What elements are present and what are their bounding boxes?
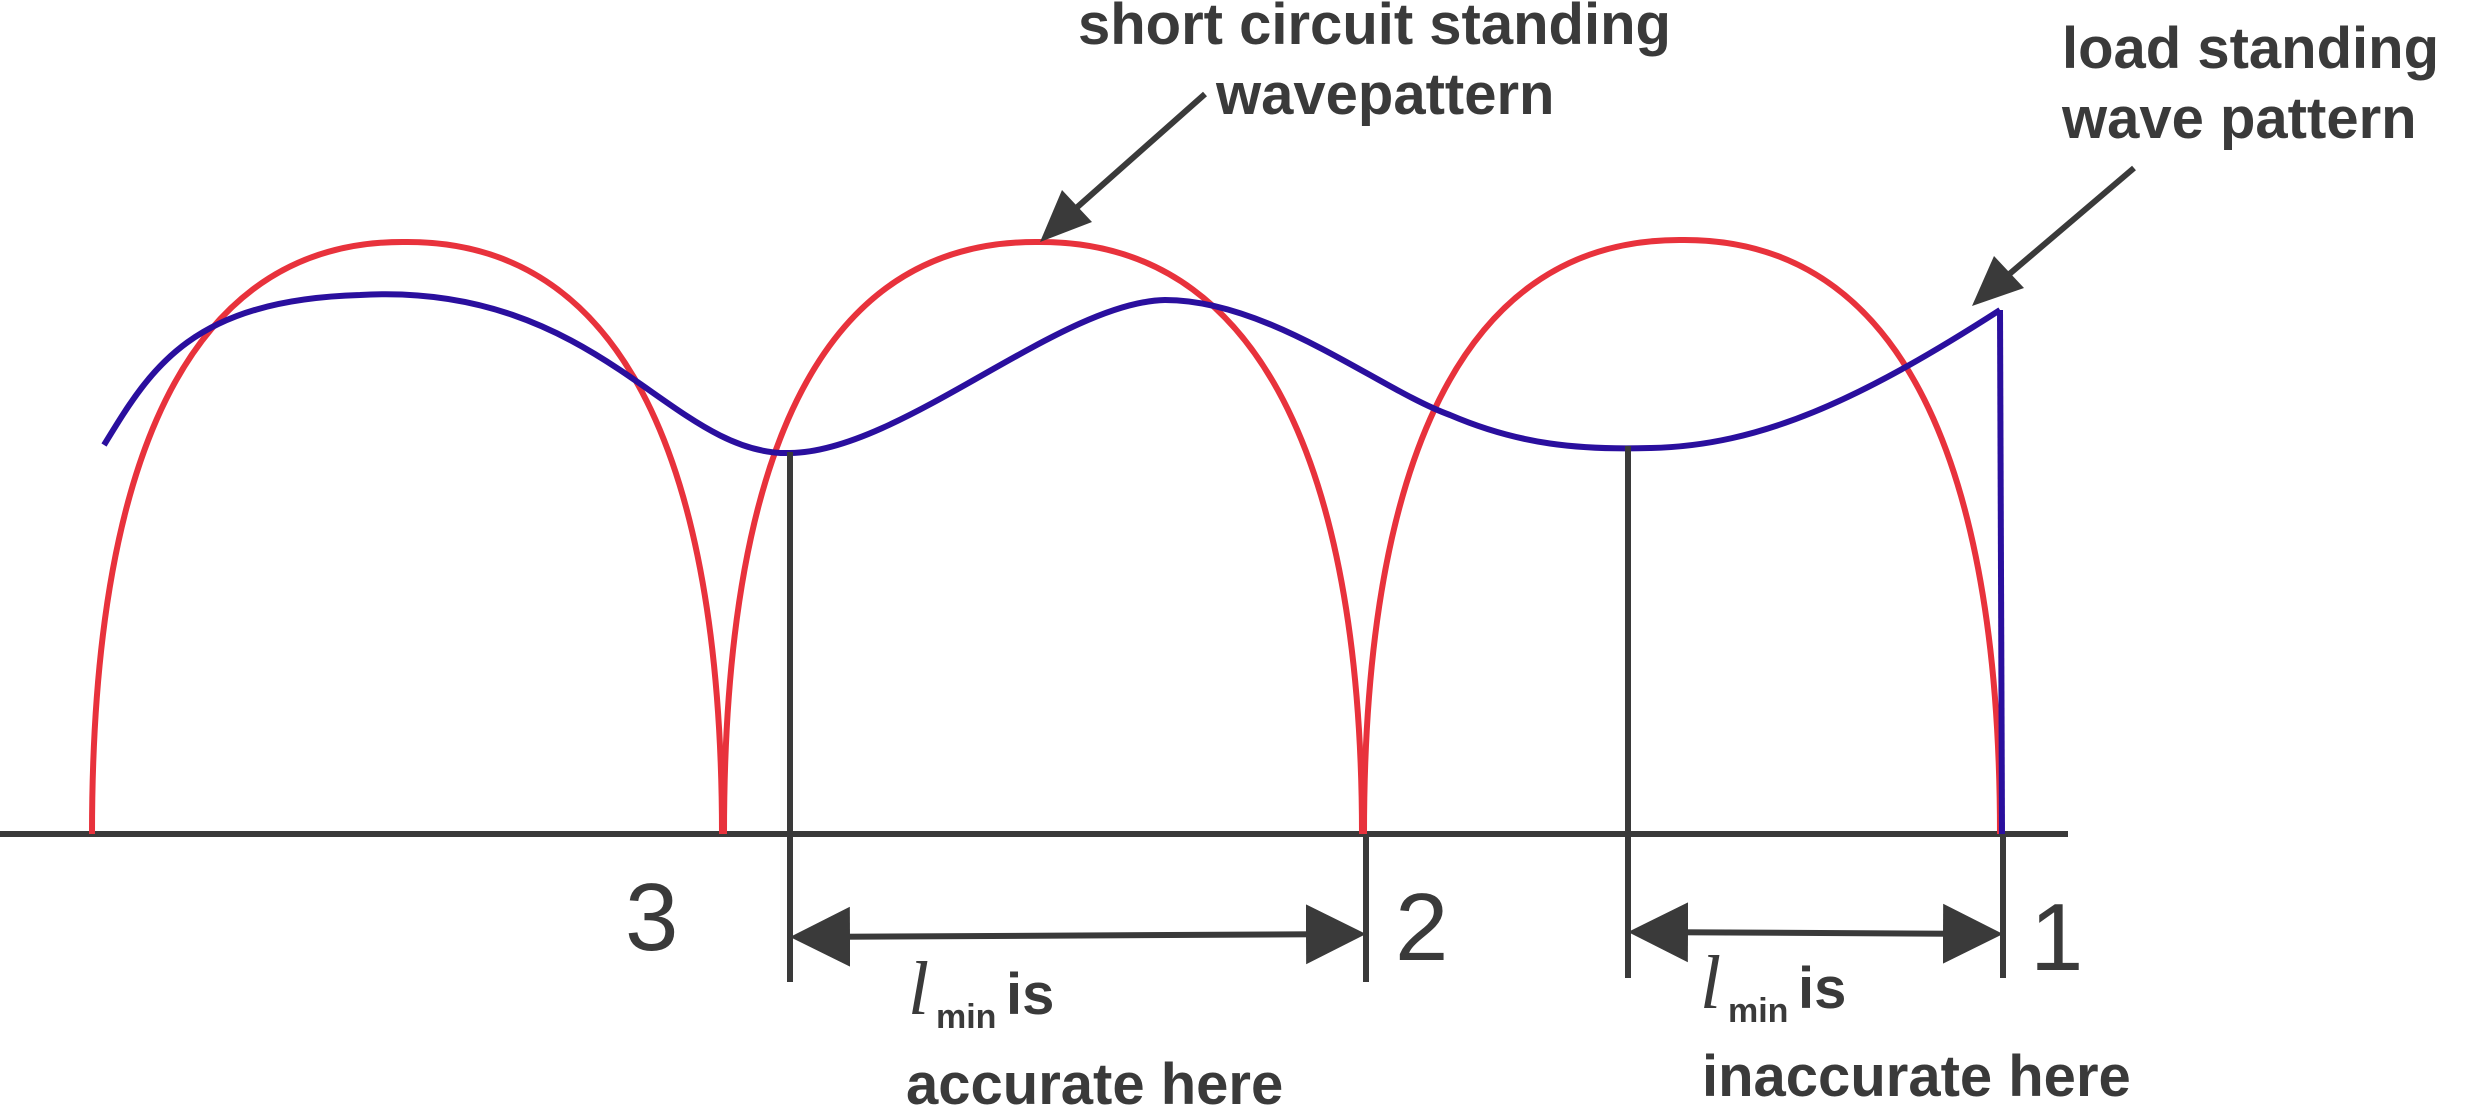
load-pointer-head xyxy=(1972,256,2024,306)
lmin-inaccurate-ell-symbol: l xyxy=(1700,941,1721,1025)
dimension-arrows xyxy=(790,902,2003,967)
pointer-arrows xyxy=(1040,91,2136,306)
load-label-line2: wave pattern xyxy=(2061,86,2417,151)
short-circuit-lobe-1 xyxy=(89,238,725,835)
lmin-inaccurate-subscript: min xyxy=(1728,992,1788,1030)
point-label-3: 3 xyxy=(625,864,678,971)
lmin-inaccurate-is: is xyxy=(1798,956,1846,1021)
short-circuit-lobe-3 xyxy=(1361,236,2003,835)
marker-lines xyxy=(787,446,2006,982)
lmin-inaccurate-arrow xyxy=(1628,902,2003,964)
load-label-line1: load standing xyxy=(2062,16,2439,81)
short-circuit-label-line1: short circuit standing xyxy=(1078,0,1671,57)
point-label-2: 2 xyxy=(1395,874,1448,981)
lmin-accurate-arrow xyxy=(790,904,1366,967)
short-circuit-label-line2: wavepattern xyxy=(1215,62,1554,127)
short-circuit-pointer-head xyxy=(1040,190,1092,242)
inaccurate-here-label: inaccurate here xyxy=(1702,1044,2131,1106)
lmin-accurate-subscript: min xyxy=(936,998,996,1036)
lmin-accurate-ell-symbol: l xyxy=(908,947,929,1031)
short-circuit-wave xyxy=(89,236,2003,835)
point-label-1: 1 xyxy=(2030,884,2083,991)
short-circuit-pointer-line xyxy=(1063,91,1207,221)
load-wave-end-drop xyxy=(1997,309,2005,835)
load-pointer-line xyxy=(1998,165,2136,285)
short-circuit-lobe-2 xyxy=(721,238,1365,835)
lmin-accurate-is: is xyxy=(1006,962,1054,1027)
accurate-here-label: accurate here xyxy=(906,1052,1283,1106)
load-wave xyxy=(101,291,2002,457)
